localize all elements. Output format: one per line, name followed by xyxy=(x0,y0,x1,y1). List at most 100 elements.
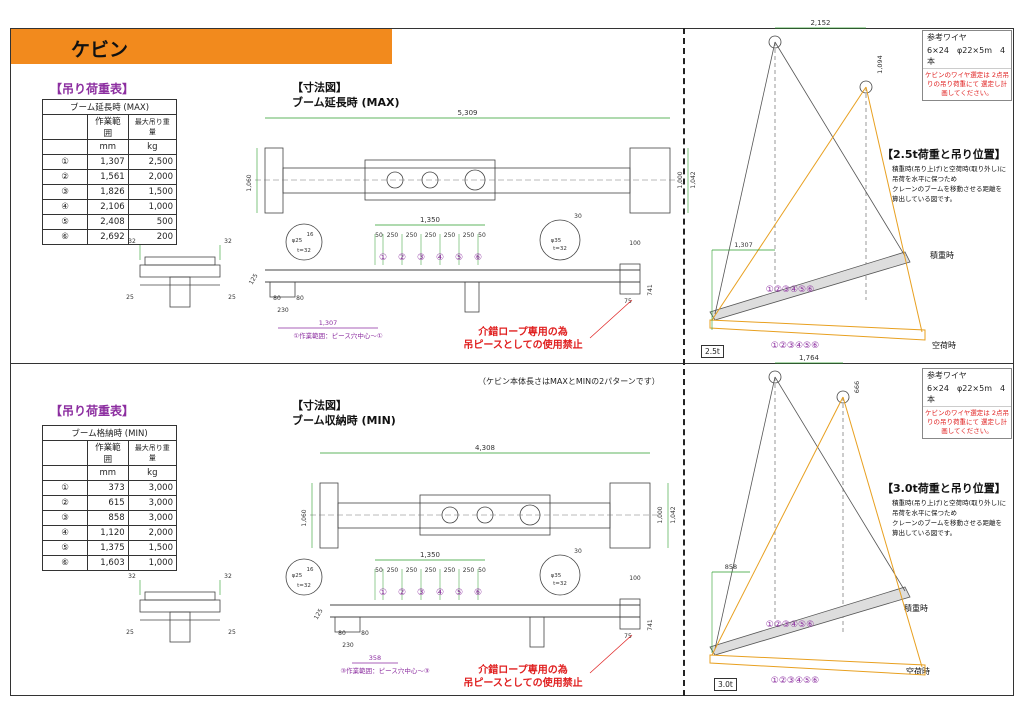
dim-label: 32 xyxy=(128,238,136,245)
dim-label: φ35 xyxy=(551,573,562,579)
mark-label: ③ xyxy=(417,253,425,263)
side-view-post xyxy=(169,611,191,643)
pitch-label: 250 xyxy=(406,232,418,239)
hole-detail-circle xyxy=(285,558,323,596)
col-header-load: 最大吊り重量 xyxy=(127,440,178,466)
dim-label: 125 xyxy=(248,272,260,286)
pitch-label: 250 xyxy=(463,567,475,574)
mark-label: ④ xyxy=(436,253,444,263)
dim-label: 1,307 xyxy=(734,241,753,249)
pitch-label: 250 xyxy=(425,567,437,574)
dim-label: 30 xyxy=(574,213,582,220)
dim-label: t=32 xyxy=(553,581,567,587)
dim-label: 1,060 xyxy=(301,509,308,526)
marks-loaded: ①②③④⑤⑥ xyxy=(766,285,814,295)
wire-spec-box-top: 参考ワイヤ 6×24 φ22×5m 4本 ケビンのワイヤ選定は 2点吊りの吊り荷… xyxy=(922,30,1012,101)
drawing-frame xyxy=(10,28,1014,696)
dim-label: 75 xyxy=(624,633,632,640)
sling-empty xyxy=(711,396,844,656)
sling-empty xyxy=(865,86,923,333)
pitch-label: 50 xyxy=(478,232,486,239)
dim-label: 358 xyxy=(369,654,381,662)
title-bar: ケビン xyxy=(11,29,392,64)
mark-label: ② xyxy=(398,588,406,598)
dim-label: 16 xyxy=(307,567,314,573)
dim-label: φ25 xyxy=(292,238,303,244)
dim-label: 741 xyxy=(647,284,654,296)
crane-hook xyxy=(768,370,782,384)
load-table-label-bottom: 【吊り荷重表】 xyxy=(50,404,135,418)
dim-label: 1,060 xyxy=(246,174,253,191)
mark-label: ⑥ xyxy=(474,588,482,598)
pattern-note: （ケビン本体長さはMAXとMINの2パターンです） xyxy=(478,377,660,386)
pitch-label: 50 xyxy=(375,567,383,574)
dim-label: 125 xyxy=(313,607,325,621)
dim-label: 100 xyxy=(629,575,641,582)
elev-post xyxy=(529,616,545,648)
plan-end-right xyxy=(609,482,651,549)
pitch-label: 250 xyxy=(406,567,418,574)
dim-label: 1,350 xyxy=(420,551,440,559)
dim-label: 25 xyxy=(126,629,134,636)
warning-bottom: 介錯ロープ専用の為 吊ピースとしての使用禁止 xyxy=(463,665,583,689)
dim-label: 25 xyxy=(126,294,134,301)
pitch-label: 250 xyxy=(387,232,399,239)
elev-base xyxy=(334,616,361,633)
dim-label: 32 xyxy=(224,573,232,580)
wire-spec-box-bottom: 参考ワイヤ 6×24 φ22×5m 4本 ケビンのワイヤ選定は 2点吊りの吊り荷… xyxy=(922,368,1012,439)
dim-label: 30 xyxy=(574,548,582,555)
dim-label: 230 xyxy=(277,307,289,314)
elev-end xyxy=(619,598,641,630)
side-view-post xyxy=(169,276,191,308)
dim-label: 1,042 xyxy=(690,171,697,188)
plan-end-left xyxy=(264,147,284,214)
plate-detail-circle xyxy=(539,554,581,596)
dim-label: φ25 xyxy=(292,573,303,579)
dim-label: 25 xyxy=(228,629,236,636)
dim-label: 80 xyxy=(361,630,369,637)
dim-label: 1,042 xyxy=(670,506,677,523)
weight-box-bottom: 3.0t xyxy=(714,678,737,691)
dim-label: 100 xyxy=(629,240,641,247)
dim-label: 1,764 xyxy=(799,354,820,362)
page-title: ケビン xyxy=(71,39,129,61)
sling-loaded xyxy=(774,376,906,592)
plan-end-left xyxy=(319,482,339,549)
dim-label: 741 xyxy=(647,619,654,631)
plate-detail-circle xyxy=(539,219,581,261)
elev-end xyxy=(619,263,641,295)
dim-label: 1,350 xyxy=(420,216,440,224)
side-view-body xyxy=(139,599,221,613)
dim-label: 75 xyxy=(624,298,632,305)
loaded-label-top: 積重時 xyxy=(930,251,954,260)
mark-label: ⑤ xyxy=(455,253,463,263)
dim-title-bottom: 【寸法図】 ブーム収納時 (MIN) xyxy=(292,399,396,427)
plan-boom xyxy=(282,167,631,194)
mark-label: ⑤ xyxy=(455,588,463,598)
dim-label: 25 xyxy=(228,294,236,301)
warning-leader xyxy=(589,299,633,339)
dim-label: 858 xyxy=(725,563,737,571)
empty-label-bottom: 空荷時 xyxy=(906,667,930,676)
dim-label: 2,152 xyxy=(810,19,830,27)
work-range-note: ③作業範囲：ピース穴中心～③ xyxy=(340,666,430,675)
boom-empty xyxy=(709,319,926,341)
dim-title-top: 【寸法図】 ブーム延長時 (MAX) xyxy=(292,81,400,109)
pitch-label: 250 xyxy=(463,232,475,239)
sling-loaded xyxy=(714,376,776,650)
dim-label: 1,000 xyxy=(677,171,684,188)
mark-label: ① xyxy=(379,588,387,598)
dim-label: 80 xyxy=(273,295,281,302)
marks-empty: ①②③④⑤⑥ xyxy=(771,341,819,351)
dim-label: 230 xyxy=(342,642,354,649)
dim-label: t=32 xyxy=(297,248,311,254)
